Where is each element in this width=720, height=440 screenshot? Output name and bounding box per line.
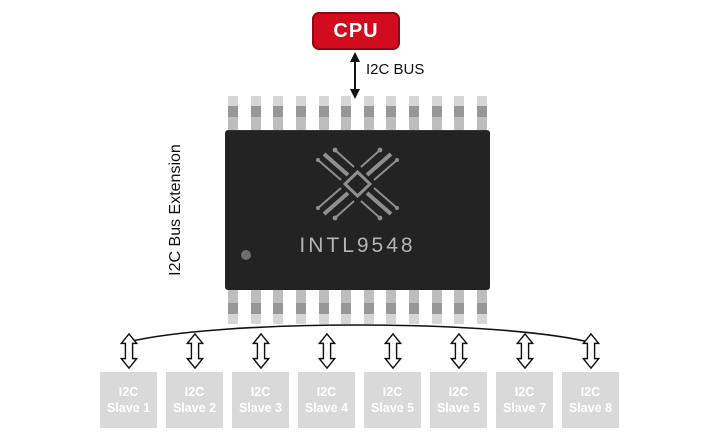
slave-label-line2: Slave 1 — [106, 401, 151, 415]
chip-pin — [341, 96, 352, 130]
chip-pin — [476, 96, 487, 130]
chip-pin — [431, 290, 442, 324]
chip-pin — [318, 96, 329, 130]
slave-label-line1: I2C — [118, 385, 139, 399]
chip-pin — [409, 290, 419, 324]
mux-chip: INTL9548 — [225, 130, 490, 290]
chip-pin — [273, 96, 284, 130]
i2c-bus-extension-label: I2C Bus Extension — [167, 144, 184, 276]
chip-pin — [228, 290, 238, 324]
chip-pin — [363, 96, 374, 130]
slave-label-line2: Slave 5 — [436, 401, 481, 415]
chip-pin — [273, 290, 284, 324]
slave-box-1: I2C Slave 1 — [100, 372, 157, 428]
slave-box-3: I2C Slave 3 — [232, 372, 289, 428]
cpu-bus-arrow-icon — [350, 52, 360, 99]
chip-pin — [250, 96, 261, 130]
double-arrow-icon — [582, 333, 600, 369]
fanout-curve — [123, 324, 594, 344]
slave-box-7: I2C Slave 7 — [496, 372, 553, 428]
chip-pin — [454, 96, 465, 130]
double-arrow-icon — [516, 333, 534, 369]
slave-label-line2: Slave 8 — [568, 401, 613, 415]
chip-pin — [318, 290, 329, 324]
chip-logo-icon — [316, 147, 399, 221]
chip-pins-bottom — [228, 290, 487, 324]
chip-pin — [409, 96, 419, 130]
chip-pin — [454, 290, 465, 324]
slave-box-2: I2C Slave 2 — [166, 372, 223, 428]
slave-box-5: I2C Slave 5 — [364, 372, 421, 428]
slave-label-line2: Slave 7 — [502, 401, 547, 415]
double-arrow-icon — [384, 333, 402, 369]
slave-label-line1: I2C — [448, 385, 469, 399]
slave-label-line1: I2C — [514, 385, 535, 399]
slave-box-6: I2C Slave 5 — [430, 372, 487, 428]
chip-pin — [341, 290, 352, 324]
double-arrow-icon — [186, 333, 204, 369]
chip-part-number: INTL9548 — [299, 234, 416, 257]
double-arrow-icon — [252, 333, 270, 369]
cpu-label: CPU — [333, 19, 379, 42]
pin1-indicator-dot — [241, 250, 251, 260]
slave-label-line1: I2C — [382, 385, 403, 399]
slave-label-line2: Slave 3 — [238, 401, 283, 415]
slave-label-line2: Slave 5 — [370, 401, 415, 415]
chip-pin — [386, 96, 397, 130]
slave-box-4: I2C Slave 4 — [298, 372, 355, 428]
chip-pin — [250, 290, 261, 324]
slave-label-line2: Slave 2 — [172, 401, 217, 415]
slave-box-8: I2C Slave 8 — [562, 372, 619, 428]
i2c-bus-label: I2C BUS — [366, 61, 425, 78]
chip-pin — [363, 290, 374, 324]
slave-label-line1: I2C — [250, 385, 271, 399]
chip-pin — [295, 290, 306, 324]
chip-pin — [228, 96, 238, 130]
chip-pin — [476, 290, 487, 324]
slave-label-line1: I2C — [316, 385, 337, 399]
cpu-box: CPU — [312, 12, 400, 50]
chip-pin — [295, 96, 306, 130]
double-arrow-icon — [120, 333, 138, 369]
double-arrow-icon — [450, 333, 468, 369]
chip-pins-top — [228, 96, 487, 130]
double-arrow-icon — [318, 333, 336, 369]
slave-label-line1: I2C — [580, 385, 601, 399]
slave-label-line1: I2C — [184, 385, 205, 399]
slave-label-line2: Slave 4 — [304, 401, 349, 415]
chip-pin — [431, 96, 442, 130]
chip-pin — [386, 290, 397, 324]
